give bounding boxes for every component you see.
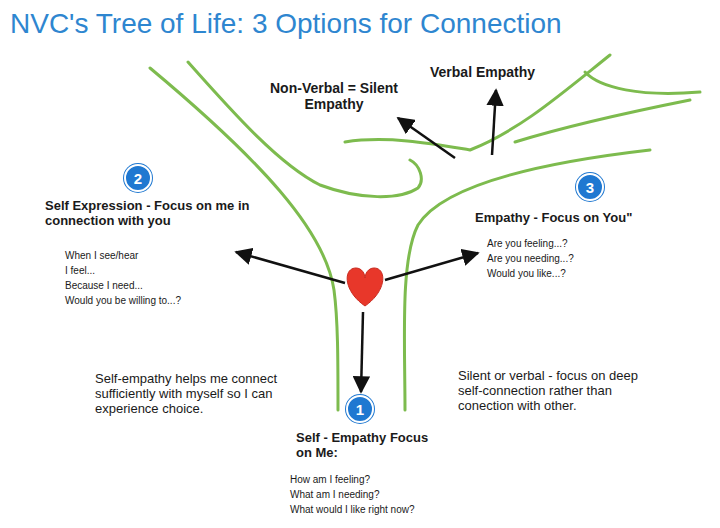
arrows — [236, 90, 496, 392]
option-heading: Self - Empathy Focus on Me: — [296, 431, 446, 461]
branch-label: Non-Verbal = Silent Empathy — [268, 80, 400, 112]
option-heading: Empathy - Focus on You" — [475, 211, 632, 226]
number-circle: 2 — [124, 164, 152, 192]
number-circle: 1 — [346, 395, 374, 423]
prompt-line: I feel... — [65, 265, 95, 277]
option-heading: Self Expression - Focus on me in connect… — [45, 199, 273, 229]
prompt-line: Are you needing...? — [487, 253, 574, 265]
title: NVC's Tree of Life: 3 Options for Connec… — [10, 8, 562, 40]
note: Silent or verbal - focus on deep self-co… — [458, 369, 663, 414]
prompt-line: Would you be willing to...? — [65, 295, 181, 307]
prompt-line: Because I need... — [65, 280, 143, 292]
callout-number: 1 — [356, 401, 364, 418]
prompt-line: What am I needing? — [290, 489, 380, 501]
callout-number: 2 — [134, 170, 142, 187]
prompt-line: Would you like...? — [487, 268, 566, 280]
prompt-line: Are you feeling...? — [487, 238, 568, 250]
prompt-line: How am I feeling? — [290, 474, 370, 486]
tree-outline — [150, 55, 700, 410]
branch-label: Verbal Empathy — [430, 64, 535, 80]
callout-number: 3 — [586, 179, 594, 196]
heart — [347, 268, 383, 306]
prompt-line: What would I like right now? — [290, 504, 415, 516]
number-circle: 3 — [576, 173, 604, 201]
note: Self-empathy helps me connect sufficient… — [95, 372, 307, 417]
prompt-line: When I see/hear — [65, 250, 138, 262]
